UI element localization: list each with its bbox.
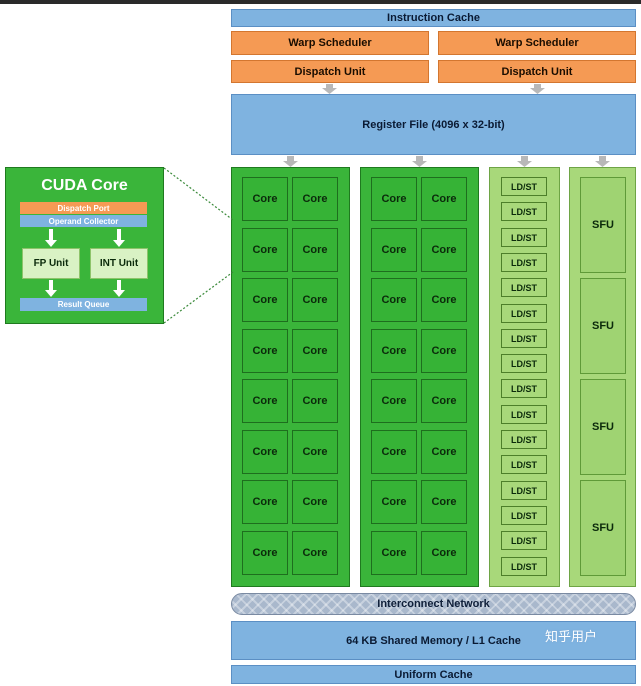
core-unit: Core [292, 228, 338, 272]
ldst-unit: LD/ST [501, 455, 547, 474]
arrow-dispatch-right-icon [530, 84, 545, 94]
core-unit: Core [292, 329, 338, 373]
core-unit: Core [421, 531, 467, 575]
sfu-unit: SFU [580, 177, 626, 273]
arrow-regfile-2-icon [412, 156, 427, 167]
interconnect-network: Interconnect Network [231, 593, 636, 615]
core-unit: Core [371, 228, 417, 272]
arrow-regfile-1-icon [283, 156, 298, 167]
core-unit: Core [371, 177, 417, 221]
sfu-unit: SFU [580, 379, 626, 475]
top-bar [0, 0, 641, 4]
ldst-unit: LD/ST [501, 354, 547, 373]
core-unit: Core [371, 379, 417, 423]
core-unit: Core [242, 480, 288, 524]
ldst-unit: LD/ST [501, 329, 547, 348]
warp-scheduler-2: Warp Scheduler [438, 31, 636, 55]
core-unit: Core [292, 278, 338, 322]
core-unit: Core [421, 228, 467, 272]
int-unit: INT Unit [90, 248, 148, 279]
result-queue: Result Queue [20, 298, 147, 311]
ldst-unit: LD/ST [501, 228, 547, 247]
ldst-unit: LD/ST [501, 557, 547, 576]
ldst-unit: LD/ST [501, 506, 547, 525]
fp-unit: FP Unit [22, 248, 80, 279]
core-unit: Core [292, 480, 338, 524]
core-unit: Core [421, 480, 467, 524]
core-unit: Core [421, 430, 467, 474]
ldst-unit: LD/ST [501, 481, 547, 500]
uniform-cache: Uniform Cache [231, 665, 636, 684]
core-unit: Core [421, 177, 467, 221]
ldst-unit: LD/ST [501, 379, 547, 398]
core-unit: Core [371, 430, 417, 474]
core-unit: Core [242, 278, 288, 322]
core-unit: Core [371, 531, 417, 575]
arrow-regfile-3-icon [517, 156, 532, 167]
sfu-unit: SFU [580, 480, 626, 576]
core-unit: Core [292, 430, 338, 474]
arrow-regfile-4-icon [595, 156, 610, 167]
ldst-unit: LD/ST [501, 177, 547, 196]
core-unit: Core [371, 278, 417, 322]
operand-collector: Operand Collector [20, 215, 147, 227]
core-unit: Core [242, 531, 288, 575]
ldst-unit: LD/ST [501, 304, 547, 323]
arrow-to-fp-unit-icon [45, 229, 57, 247]
dispatch-unit-2: Dispatch Unit [438, 60, 636, 83]
zoom-line-top [163, 167, 234, 221]
ldst-unit: LD/ST [501, 253, 547, 272]
dispatch-unit-1: Dispatch Unit [231, 60, 429, 83]
cuda-core-detail [5, 167, 164, 324]
core-unit: Core [242, 177, 288, 221]
core-unit: Core [292, 379, 338, 423]
warp-scheduler-1: Warp Scheduler [231, 31, 429, 55]
shared-memory-l1-cache: 64 KB Shared Memory / L1 Cache [231, 621, 636, 660]
arrow-to-int-unit-icon [113, 229, 125, 247]
core-unit: Core [421, 329, 467, 373]
core-unit: Core [242, 329, 288, 373]
watermark: 知乎用户 [545, 629, 598, 644]
core-unit: Core [371, 480, 417, 524]
core-unit: Core [371, 329, 417, 373]
core-unit: Core [421, 379, 467, 423]
arrow-dispatch-left-icon [322, 84, 337, 94]
core-unit: Core [242, 379, 288, 423]
instruction-cache: Instruction Cache [231, 9, 636, 27]
arrow-fp-to-result-icon [45, 280, 57, 297]
core-unit: Core [292, 531, 338, 575]
dispatch-port: Dispatch Port [20, 202, 147, 214]
ldst-unit: LD/ST [501, 278, 547, 297]
sfu-unit: SFU [580, 278, 626, 374]
ldst-unit: LD/ST [501, 405, 547, 424]
arrow-int-to-result-icon [113, 280, 125, 297]
core-unit: Core [242, 430, 288, 474]
ldst-unit: LD/ST [501, 531, 547, 550]
core-unit: Core [292, 177, 338, 221]
core-unit: Core [421, 278, 467, 322]
zoom-line-bottom [163, 271, 234, 324]
ldst-unit: LD/ST [501, 202, 547, 221]
register-file: Register File (4096 x 32-bit) [231, 94, 636, 155]
ldst-unit: LD/ST [501, 430, 547, 449]
cuda-core-title: CUDA Core [41, 177, 128, 194]
core-unit: Core [242, 228, 288, 272]
